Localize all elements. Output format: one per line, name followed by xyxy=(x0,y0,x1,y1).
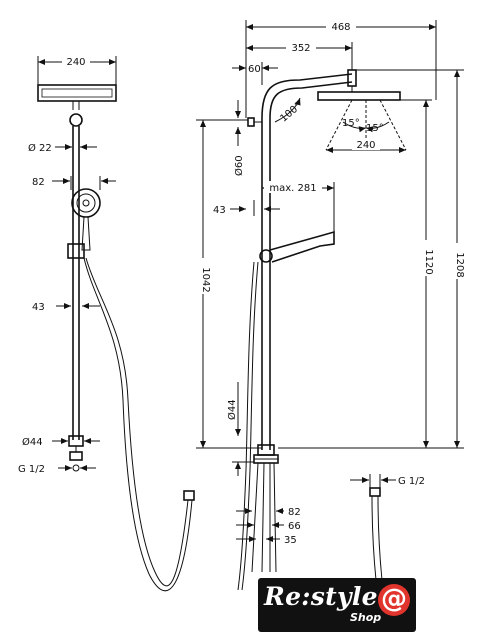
dim-head-240: 240 xyxy=(356,140,375,151)
dim-66: 66 xyxy=(288,521,301,532)
logo-main-text: Re:style xyxy=(264,582,378,611)
logo-at-icon: @ xyxy=(378,584,410,616)
dim-diameter-44-right: Ø44 xyxy=(226,399,238,420)
logo-sub-text: Shop xyxy=(350,611,382,624)
dim-height-1208: 1208 xyxy=(454,252,465,277)
dim-diameter-44-left: Ø44 xyxy=(22,436,43,448)
dim-total-468: 468 xyxy=(331,22,350,33)
restyle-shop-logo: Re:style @ Shop xyxy=(258,578,416,632)
hose xyxy=(85,257,189,587)
dim-thread-left: G 1/2 xyxy=(18,464,45,475)
side-view: 468 352 60 100° 15° 15° 240 Ø60 max. 281 xyxy=(196,20,465,591)
dim-diameter-60: Ø60 xyxy=(233,155,245,176)
dim-35: 35 xyxy=(284,535,297,546)
dim-height-1120: 1120 xyxy=(423,249,434,274)
dim-thread-right: G 1/2 xyxy=(398,476,425,487)
side-shower-head xyxy=(317,91,401,101)
dim-pipe-diameter: Ø 22 xyxy=(28,142,52,154)
dim-offset-60: 60 xyxy=(248,64,261,75)
side-hand-shower xyxy=(269,230,335,263)
dim-max-281: max. 281 xyxy=(269,183,316,194)
dim-82-right: 82 xyxy=(288,507,301,518)
slider xyxy=(67,243,85,259)
hand-shower xyxy=(71,188,101,218)
dim-angle-15-right: 15° xyxy=(366,123,384,134)
dim-top-width: 240 xyxy=(66,57,85,68)
dim-43-right: 43 xyxy=(213,205,226,216)
dim-angle-15-left: 15° xyxy=(342,118,360,129)
dim-hand-shower-82: 82 xyxy=(32,177,45,188)
dim-height-1042: 1042 xyxy=(200,267,211,292)
dim-angle-100: 100° xyxy=(278,101,304,125)
dim-arm-352: 352 xyxy=(291,43,310,54)
dim-43-left: 43 xyxy=(32,302,45,313)
front-view: 240 Ø 22 82 43 Ø44 G 1/2 xyxy=(18,55,195,592)
overhead-shower xyxy=(37,84,117,102)
